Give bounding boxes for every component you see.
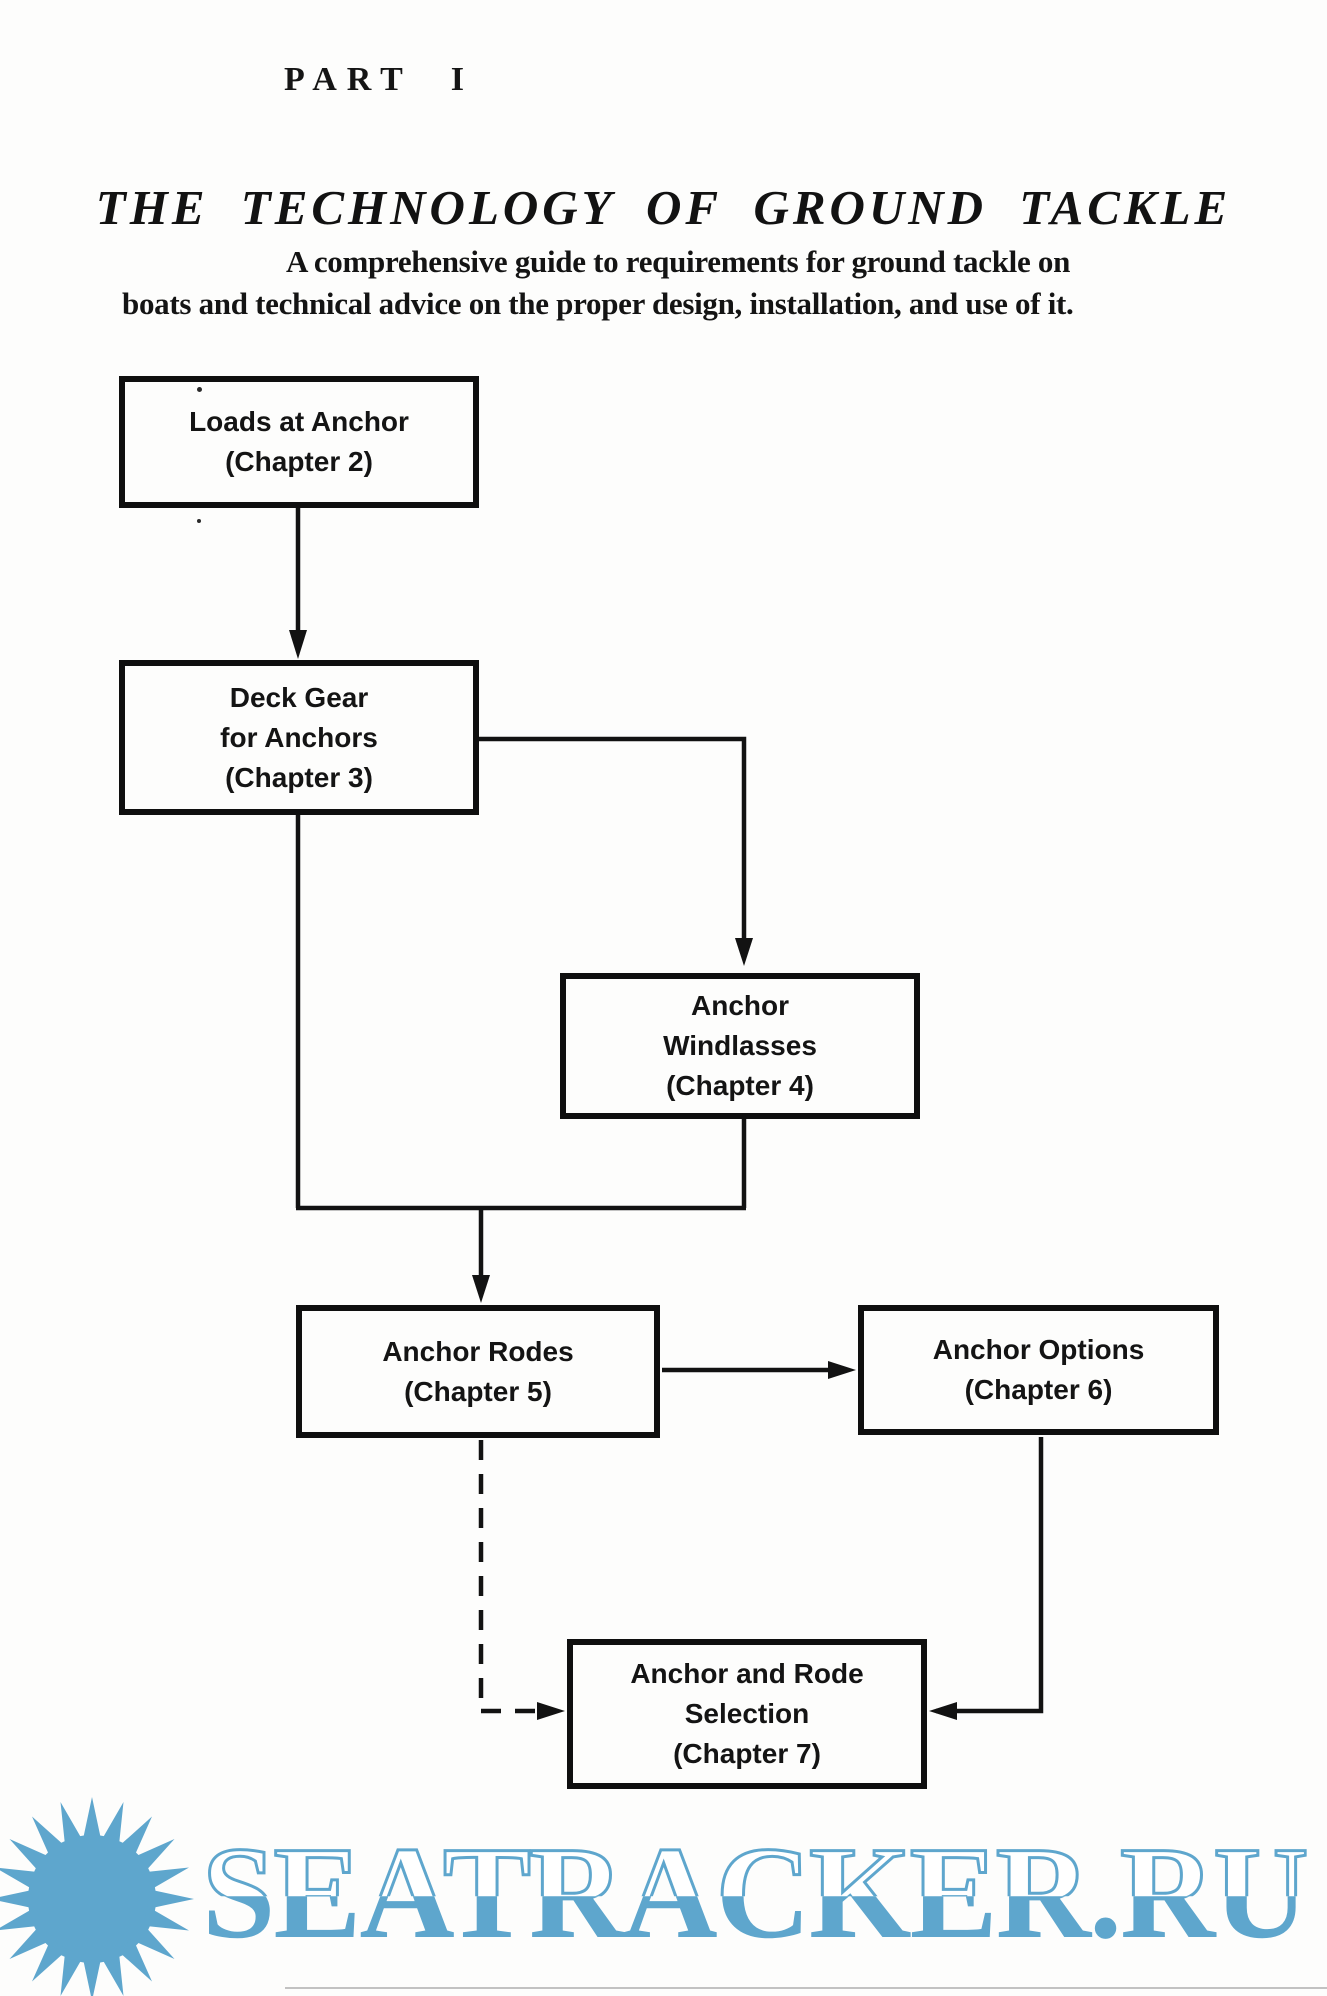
scan-edge-line (285, 1987, 1327, 1989)
box-label-line: (Chapter 2) (225, 446, 373, 477)
box-label-line: for Anchors (220, 721, 378, 753)
subtitle-line-2: boats and technical advice on the proper… (122, 286, 1074, 321)
flowchart-box-anchor-rodes: Anchor Rodes (Chapter 5) (296, 1305, 660, 1438)
box-label-line: (Chapter 7) (673, 1738, 821, 1769)
box-label-line: Loads at Anchor (189, 406, 409, 437)
box-label-line: Anchor and Rode (630, 1658, 864, 1689)
box-label-line: Anchor Rodes (382, 1335, 574, 1367)
edge-options-to-selection (929, 1437, 1044, 1720)
box-label-line: (Chapter 6) (964, 1374, 1113, 1405)
page-title: THE TECHNOLOGY OF GROUND TACKLE (95, 180, 1232, 235)
box-label-line: Anchor (691, 990, 789, 1021)
box-label-line: Selection (684, 1698, 810, 1729)
subtitle-line-1: A comprehensive guide to requirements fo… (286, 244, 1071, 279)
box-label-line: (Chapter 3) (225, 761, 373, 793)
edge-rodes-to-options (662, 1361, 856, 1379)
flowchart-box-loads-at-anchor: Loads at Anchor (Chapter 2) (119, 376, 479, 508)
box-label-line: Anchor Options (932, 1334, 1145, 1365)
box-label-line: Deck Gear (229, 681, 369, 713)
flowchart-box-deck-gear-for-anchors: Deck Gear for Anchors (Chapter 3) (119, 660, 479, 815)
edge-junction-to-anchor-rodes (295, 813, 747, 1303)
scan-speck (197, 519, 201, 523)
flowchart-box-anchor-options: Anchor Options (Chapter 6) (858, 1305, 1219, 1435)
edge-deckgear-to-windlasses (479, 736, 753, 966)
edge-loads-to-deckgear (289, 508, 307, 659)
box-label-line: (Chapter 5) (404, 1375, 552, 1407)
box-label-line: (Chapter 4) (666, 1070, 814, 1101)
part-label: PART I (284, 61, 474, 98)
scan-speck (197, 387, 202, 392)
box-label-line: Windlasses (663, 1030, 817, 1061)
edge-rodes-to-selection-dashed (478, 1440, 565, 1720)
